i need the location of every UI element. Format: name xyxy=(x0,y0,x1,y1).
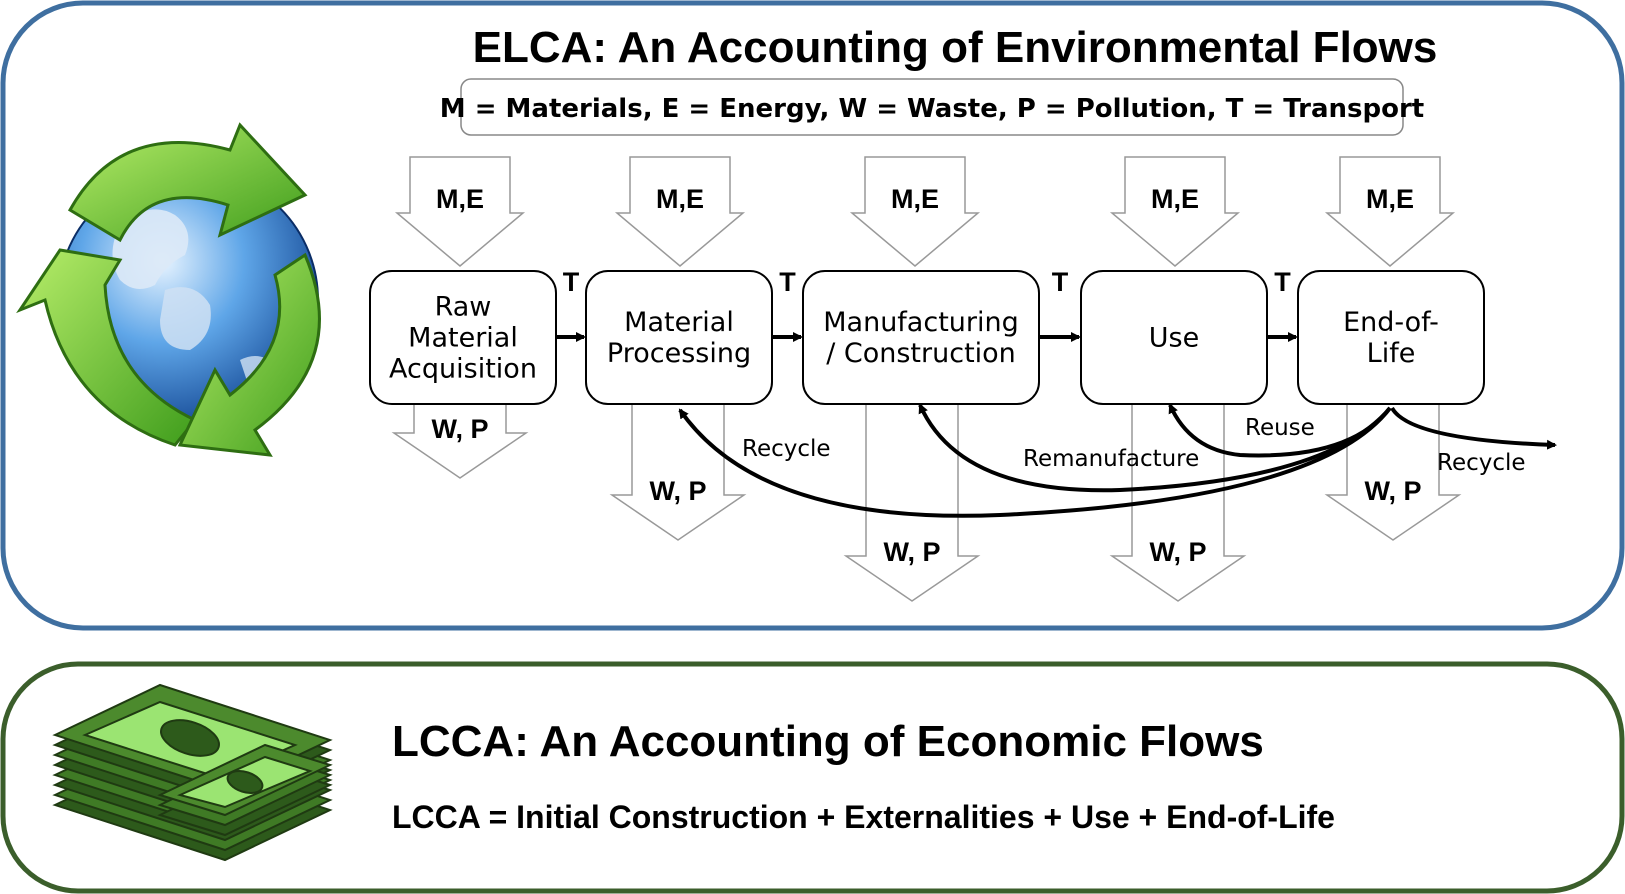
transport-label: T xyxy=(1274,267,1291,297)
transport-label: T xyxy=(779,267,796,297)
output-arrow xyxy=(609,403,747,541)
recycle-out-curve xyxy=(1390,406,1557,450)
recycle-label: Recycle xyxy=(742,436,831,462)
transport-label: T xyxy=(1052,267,1069,297)
input-arrow xyxy=(394,156,526,267)
money-stack-icon xyxy=(52,683,333,862)
reuse-label: Reuse xyxy=(1245,415,1315,441)
recycle-to-processing-curve xyxy=(678,406,1392,518)
input-arrow xyxy=(1324,156,1456,267)
stage-label: Life xyxy=(1367,338,1416,369)
input-arrow xyxy=(849,156,981,267)
stage-label: Acquisition xyxy=(389,354,537,385)
remanufacture-label: Remanufacture xyxy=(1023,446,1199,472)
input-arrow xyxy=(614,156,746,267)
stage-label: Raw xyxy=(435,292,492,323)
legend-box xyxy=(460,78,1404,136)
stage-label: Processing xyxy=(607,338,751,369)
loop-curves xyxy=(678,403,1557,518)
output-label: W, P xyxy=(649,476,706,506)
input-label: M,E xyxy=(436,184,484,214)
stage-boxes: RawMaterialAcquisitionMaterialProcessing… xyxy=(369,270,1485,405)
output-arrows: W, P W, P W, P W, P W, P xyxy=(391,403,1462,602)
recycling-globe-icon xyxy=(16,122,321,457)
output-arrow xyxy=(391,403,529,479)
output-arrow xyxy=(843,403,981,602)
stage-box xyxy=(1297,270,1485,405)
stage-label: End-of- xyxy=(1343,307,1439,338)
recycle-out-label: Recycle xyxy=(1437,450,1526,476)
output-arrow xyxy=(1109,403,1247,602)
output-label: W, P xyxy=(883,537,940,567)
output-label: W, P xyxy=(1364,476,1421,506)
input-label: M,E xyxy=(891,184,939,214)
stage-label: Material xyxy=(624,307,734,338)
legend-text: M = Materials, E = Energy, W = Waste, P … xyxy=(440,94,1424,124)
input-label: M,E xyxy=(656,184,704,214)
output-label: W, P xyxy=(431,414,488,444)
lcca-panel xyxy=(0,661,1625,894)
input-label: M,E xyxy=(1366,184,1414,214)
lcca-title: LCCA: An Accounting of Economic Flows xyxy=(392,717,1264,766)
remanufacture-curve xyxy=(918,403,1392,493)
transport-label: T xyxy=(563,267,580,297)
input-arrow xyxy=(1109,156,1241,267)
input-label: M,E xyxy=(1151,184,1199,214)
stage-label: Use xyxy=(1149,323,1199,354)
input-arrows: M,E M,E M,E M,E M,E xyxy=(394,156,1456,267)
stage-label: Manufacturing xyxy=(823,307,1019,338)
stage-label: Material xyxy=(408,323,518,354)
lcca-formula: LCCA = Initial Construction + Externalit… xyxy=(392,799,1335,835)
reuse-curve xyxy=(1168,403,1392,458)
stage-label: / Construction xyxy=(826,338,1016,369)
output-label: W, P xyxy=(1149,537,1206,567)
elca-title: ELCA: An Accounting of Environmental Flo… xyxy=(473,23,1438,72)
